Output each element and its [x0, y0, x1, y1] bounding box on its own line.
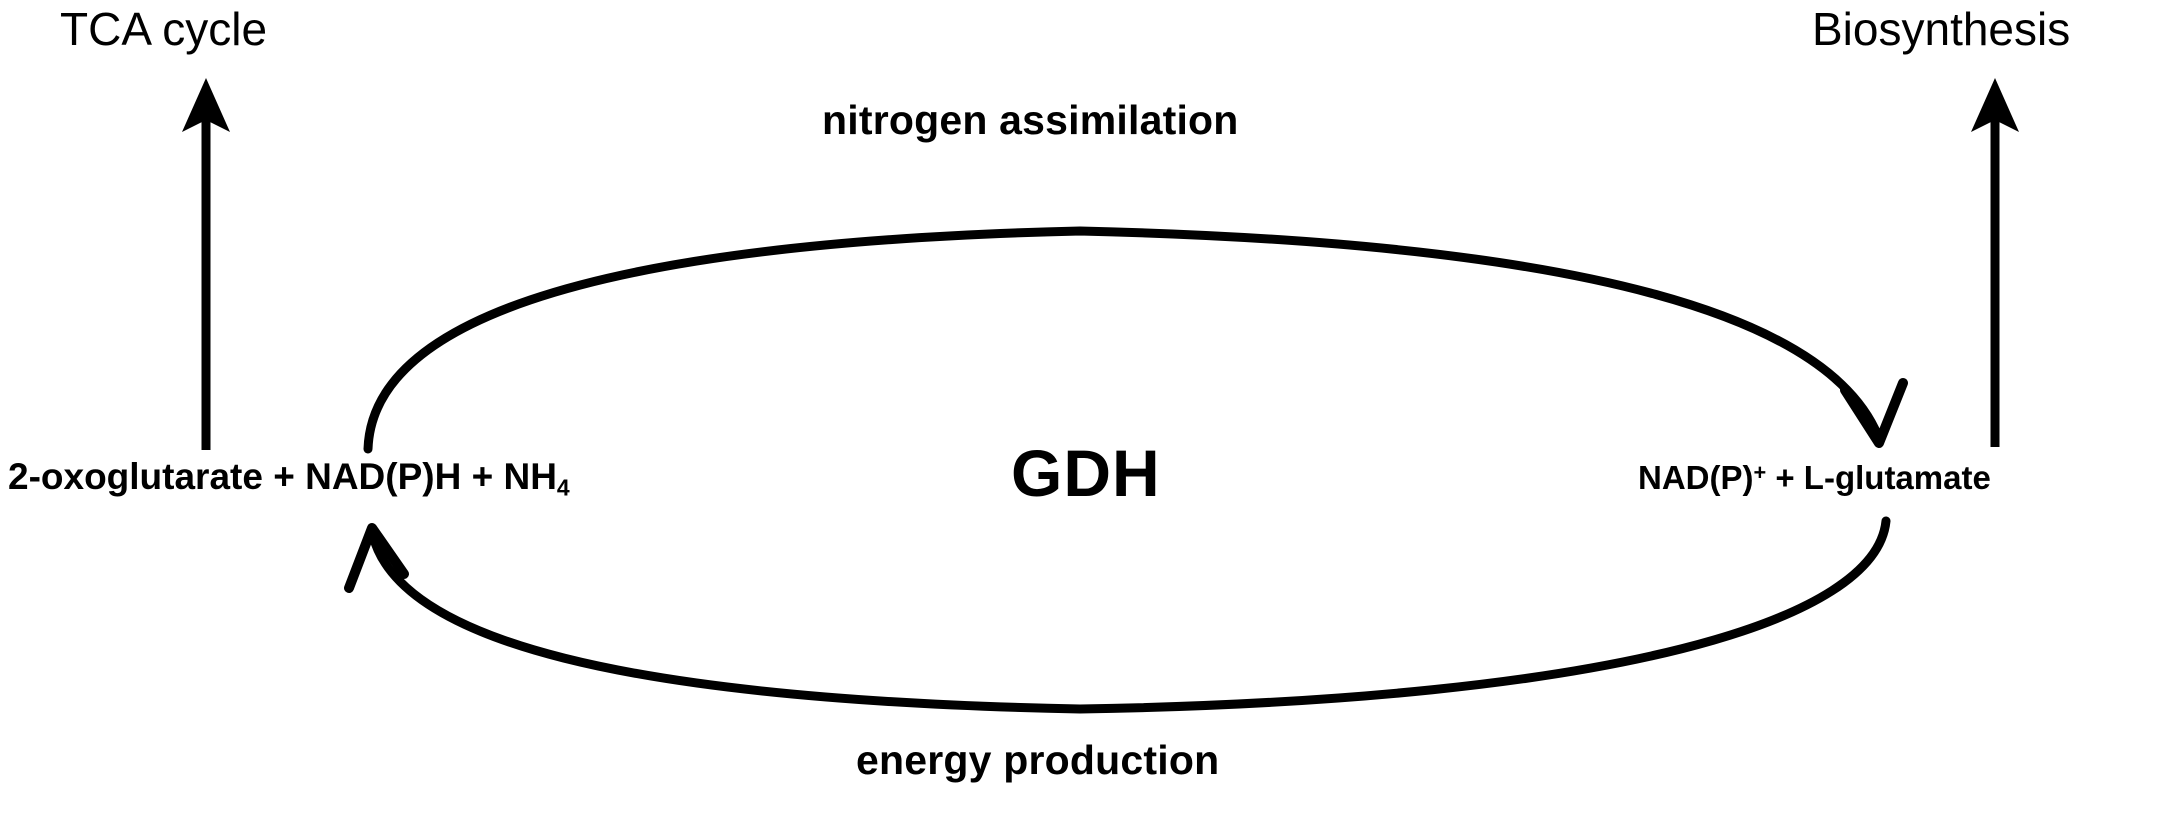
right-vertical-arrow-up-icon — [1971, 78, 2019, 447]
enzyme-label: GDH — [1011, 436, 1161, 510]
tca-cycle-label: TCA cycle — [60, 3, 268, 55]
products-text-tail: + L-glutamate — [1766, 459, 1991, 496]
products-superscript: + — [1753, 459, 1767, 485]
top-curved-arrow-icon — [363, 226, 1908, 454]
substrates-text: 2-oxoglutarate + NAD(P)H + NH — [8, 456, 557, 497]
nitrogen-assimilation-label: nitrogen assimilation — [822, 97, 1239, 143]
products-label: NAD(P)+ + L-glutamate — [1638, 461, 1991, 494]
biosynthesis-label: Biosynthesis — [1812, 3, 2071, 55]
energy-production-label: energy production — [856, 737, 1220, 783]
left-vertical-arrow-up-icon — [182, 78, 230, 450]
bottom-curved-arrow-icon — [344, 516, 1891, 714]
substrates-subscript: 4 — [556, 474, 570, 501]
products-text: NAD(P) — [1638, 459, 1754, 496]
substrates-label: 2-oxoglutarate + NAD(P)H + NH4 — [8, 456, 570, 499]
